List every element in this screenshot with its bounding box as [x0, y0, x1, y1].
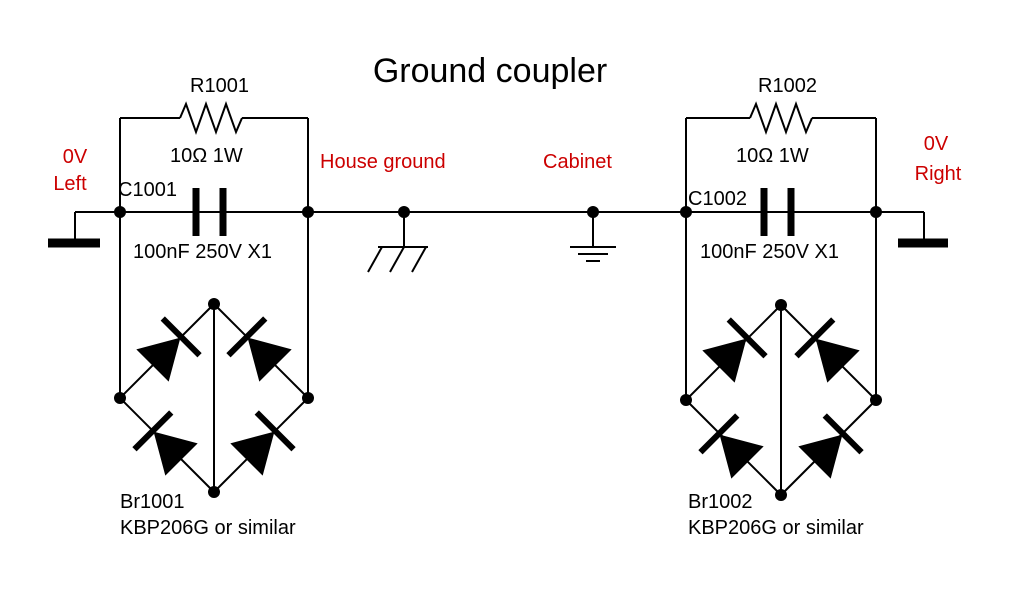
resistor-r1001-symbol — [179, 101, 243, 135]
bridge-br1002-part: KBP206G or similar — [688, 517, 864, 539]
resistor-r1002-ref: R1002 — [758, 75, 817, 97]
capacitor-c1001-value: 100nF 250V X1 — [133, 241, 272, 263]
resistor-r1001-ref: R1001 — [190, 75, 249, 97]
right-stage — [680, 101, 948, 501]
earth-ground-symbol — [570, 212, 616, 262]
bridge-br1001-part: KBP206G or similar — [120, 517, 296, 539]
left-stage — [48, 101, 314, 498]
net-label-cabinet: Cabinet — [543, 151, 612, 173]
capacitor-c1002-value: 100nF 250V X1 — [700, 241, 839, 263]
resistor-r1001-value: 10Ω 1W — [170, 145, 243, 167]
center-ground-wiring — [308, 206, 686, 273]
chassis-ground-symbol — [367, 212, 428, 273]
net-label-right-0v: 0V — [924, 133, 949, 155]
diagram-title: Ground coupler — [373, 52, 607, 90]
net-label-left: Left — [53, 173, 87, 195]
bridge-br1002-symbol — [685, 304, 877, 496]
net-label-right: Right — [915, 163, 962, 185]
capacitor-c1001-ref: C1001 — [118, 179, 177, 201]
bridge-br1002-ref: Br1002 — [688, 491, 753, 513]
bridge-br1001-symbol — [119, 303, 309, 493]
net-label-left-0v: 0V — [63, 146, 88, 168]
capacitor-c1002-ref: C1002 — [688, 188, 747, 210]
net-label-house-ground: House ground — [320, 151, 446, 173]
resistor-r1002-symbol — [749, 101, 813, 135]
bridge-br1001-ref: Br1001 — [120, 491, 185, 513]
resistor-r1002-value: 10Ω 1W — [736, 145, 809, 167]
